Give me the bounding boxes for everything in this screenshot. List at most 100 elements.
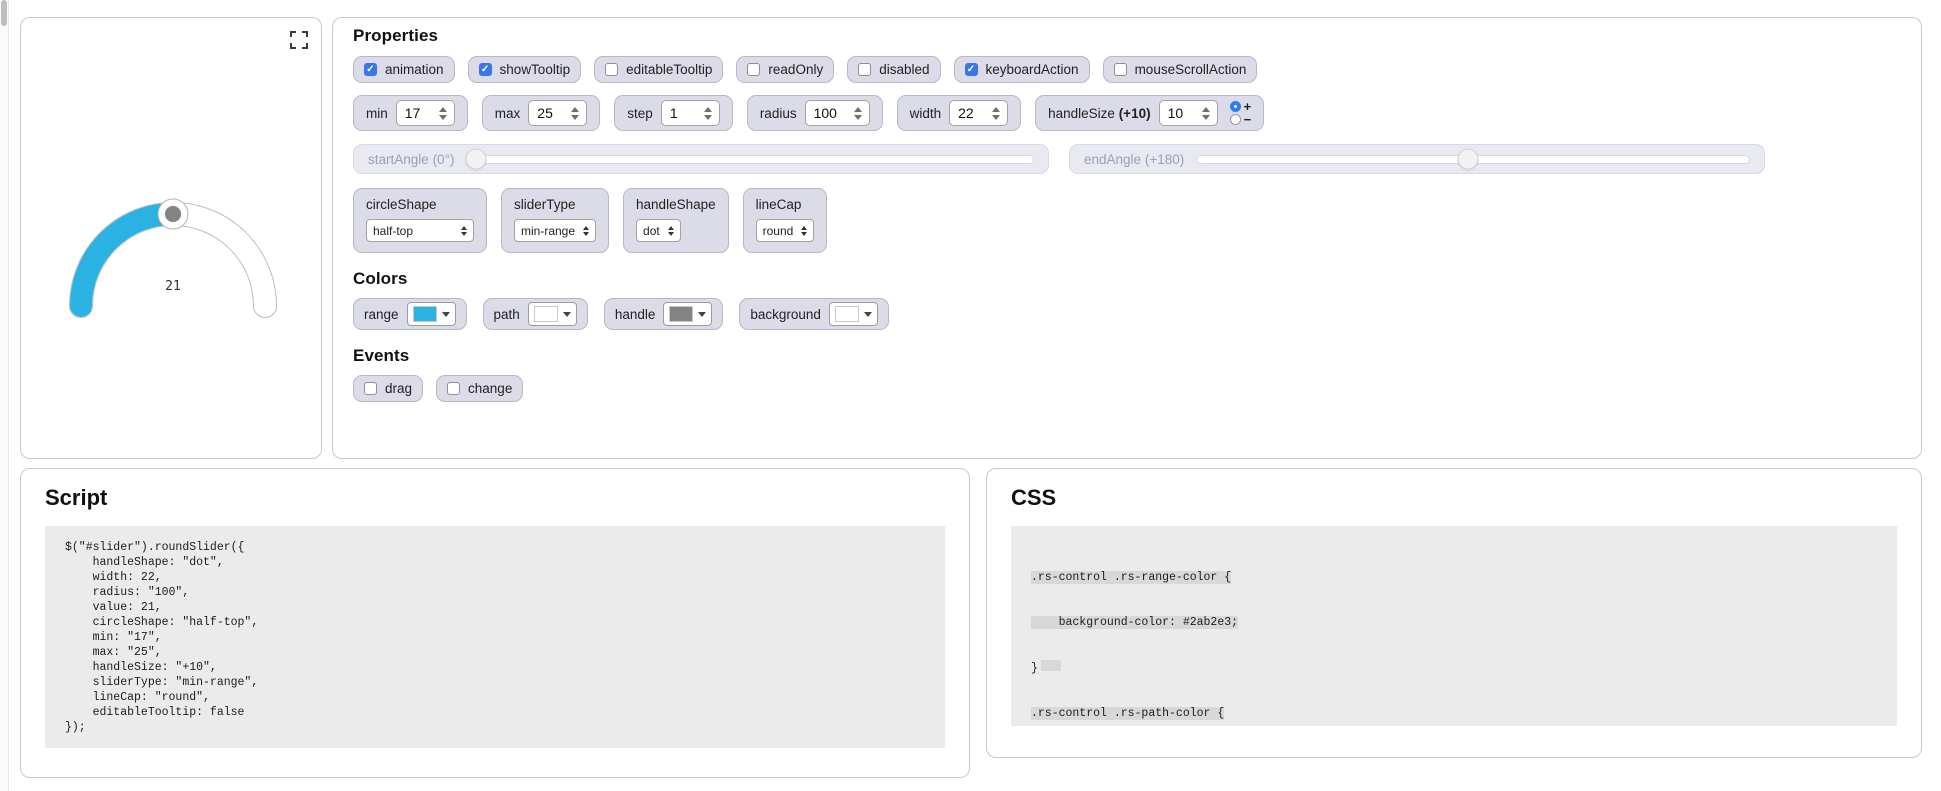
spin-up-icon[interactable]	[1201, 106, 1210, 112]
selected-value: round	[762, 223, 794, 238]
spin-up-icon[interactable]	[438, 106, 447, 112]
slider-handle-dot[interactable]	[164, 205, 182, 223]
checkbox-disabled[interactable]: disabled	[847, 56, 941, 83]
radio-plus-label: +	[1243, 98, 1252, 114]
background-color-button[interactable]	[828, 302, 878, 326]
radio-minus[interactable]: −	[1229, 111, 1252, 127]
spin-down-icon[interactable]	[853, 114, 862, 120]
checkbox-icon[interactable]	[478, 63, 492, 76]
fullscreen-expand-icon[interactable]	[290, 31, 308, 49]
path-color-button[interactable]	[527, 302, 577, 326]
field-radius: radius 100	[746, 95, 883, 131]
spin-down-icon[interactable]	[992, 114, 1001, 120]
selected-value: min-range	[521, 223, 576, 238]
checkbox-mousescrollaction[interactable]: mouseScrollAction	[1102, 56, 1258, 83]
radius-value: 100	[813, 105, 837, 121]
number-field-row: min 17 max 25 step 1 radius 100	[353, 95, 1901, 131]
checkbox-change[interactable]: change	[436, 375, 524, 402]
circleshape-select[interactable]: half-top	[366, 219, 474, 242]
checkbox-icon[interactable]	[964, 63, 978, 76]
select-group-slidertype: sliderType min-range	[501, 188, 610, 253]
page-scrollbar-thumb[interactable]	[1, 0, 7, 26]
spin-down-icon[interactable]	[438, 114, 447, 120]
radio-icon[interactable]	[1229, 114, 1241, 125]
select-arrows-icon	[667, 225, 674, 236]
handlesize-sign-radios: + −	[1229, 98, 1252, 127]
color-picker-range: range	[353, 298, 467, 330]
angle-slider-row: startAngle (0°) endAngle (+180)	[353, 144, 1901, 174]
spin-down-icon[interactable]	[571, 114, 580, 120]
radio-icon[interactable]	[1229, 101, 1241, 112]
spin-up-icon[interactable]	[992, 106, 1001, 112]
handleshape-select[interactable]: dot	[636, 219, 681, 242]
range-color-button[interactable]	[406, 302, 456, 326]
startangle-thumb[interactable]	[465, 148, 487, 170]
color-picker-background: background	[739, 298, 889, 330]
spin-down-icon[interactable]	[703, 114, 712, 120]
radio-minus-label: −	[1243, 111, 1252, 127]
checkbox-keyboardaction[interactable]: keyboardAction	[953, 56, 1090, 83]
handlesize-spinner[interactable]	[1198, 106, 1214, 120]
step-spinner[interactable]	[700, 106, 716, 120]
radius-spinner[interactable]	[850, 106, 866, 120]
handlesize-input[interactable]: 10	[1158, 100, 1218, 126]
checkbox-label: readOnly	[768, 62, 824, 77]
checkbox-label: showTooltip	[499, 62, 571, 77]
checkbox-animation[interactable]: animation	[353, 56, 455, 83]
spin-up-icon[interactable]	[703, 106, 712, 112]
checkbox-editabletooltip[interactable]: editableTooltip	[594, 56, 724, 83]
step-input[interactable]: 1	[660, 100, 720, 126]
startangle-group: startAngle (0°)	[353, 144, 1049, 174]
checkbox-icon[interactable]	[858, 63, 872, 76]
min-value: 17	[404, 105, 421, 121]
handle-color-button[interactable]	[663, 302, 713, 326]
slider-preview-panel: 21	[20, 17, 322, 459]
caret-down-icon	[562, 311, 571, 317]
endangle-track[interactable]	[1196, 148, 1750, 170]
checkbox-icon[interactable]	[747, 63, 761, 76]
min-input[interactable]: 17	[395, 100, 455, 126]
checkbox-icon[interactable]	[447, 382, 461, 395]
min-spinner[interactable]	[435, 106, 451, 120]
round-slider[interactable]: 21	[21, 18, 323, 458]
script-code-block: $("#slider").roundSlider({ handleShape: …	[45, 526, 945, 748]
checkbox-label: drag	[385, 381, 413, 396]
width-input[interactable]: 22	[949, 100, 1009, 126]
linecap-select[interactable]: round	[755, 219, 815, 242]
checkbox-icon[interactable]	[605, 63, 619, 76]
checkbox-label: mouseScrollAction	[1134, 62, 1247, 77]
max-spinner[interactable]	[567, 106, 583, 120]
slidertype-select[interactable]: min-range	[514, 219, 597, 242]
field-min: min 17	[353, 95, 468, 131]
radius-input[interactable]: 100	[804, 100, 870, 126]
radio-plus[interactable]: +	[1229, 98, 1252, 114]
endangle-thumb[interactable]	[1457, 148, 1479, 170]
select-label: handleShape	[636, 197, 716, 212]
spin-up-icon[interactable]	[853, 106, 862, 112]
startangle-track[interactable]	[465, 148, 1034, 170]
checkbox-drag[interactable]: drag	[353, 375, 424, 402]
checkbox-icon[interactable]	[364, 382, 377, 395]
width-spinner[interactable]	[988, 106, 1004, 120]
checkbox-icon[interactable]	[364, 63, 377, 76]
max-value: 25	[537, 105, 553, 121]
color-swatch	[834, 306, 859, 322]
checkbox-icon[interactable]	[1113, 63, 1127, 76]
select-row: circleShape half-top sliderType min-rang…	[353, 188, 1901, 253]
css-title: CSS	[1011, 485, 1057, 510]
css-code-line: .rs-control .rs-path-color {	[1031, 707, 1225, 720]
select-group-linecap: lineCap round	[742, 188, 828, 253]
spin-down-icon[interactable]	[1201, 114, 1210, 120]
select-group-handleshape: handleShape dot	[623, 188, 729, 253]
checkbox-label: disabled	[879, 62, 930, 77]
field-label: min	[366, 105, 388, 121]
max-input[interactable]: 25	[528, 100, 588, 126]
checkbox-readonly[interactable]: readOnly	[736, 56, 835, 83]
slider-range-arc[interactable]	[70, 203, 184, 317]
event-checkbox-row: drag change	[353, 375, 1901, 402]
spin-up-icon[interactable]	[571, 106, 580, 112]
checkbox-label: change	[468, 381, 513, 396]
select-label: sliderType	[514, 197, 576, 212]
checkbox-label: animation	[385, 62, 444, 77]
checkbox-showtooltip[interactable]: showTooltip	[467, 56, 582, 83]
